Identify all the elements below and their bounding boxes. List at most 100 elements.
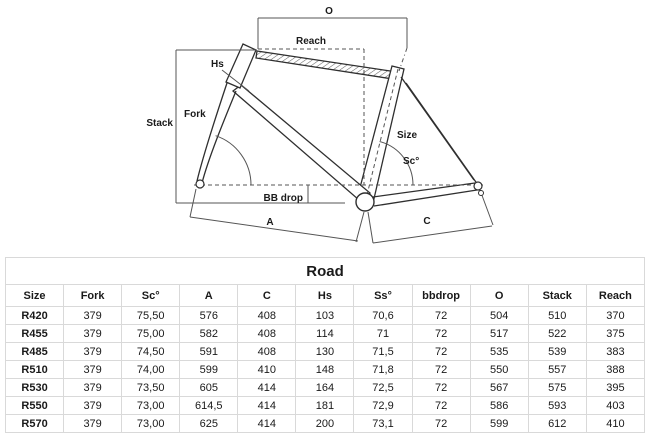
label-c: C [423, 216, 430, 227]
cell-c: 408 [237, 306, 297, 325]
a-dimension-line [189, 188, 365, 243]
cell-seat-angle: 75,00 [121, 324, 181, 343]
cell-c: 414 [237, 414, 297, 433]
cell-hs: 130 [295, 342, 355, 361]
cell-a: 625 [179, 414, 239, 433]
cell-size: R530 [4, 378, 65, 397]
cell-o: 504 [469, 306, 529, 325]
o-dimension-line [257, 17, 408, 49]
cell-stack: 612 [527, 414, 587, 433]
cell-ss-angle: 70,6 [353, 306, 413, 325]
down-tube [231, 84, 372, 201]
cell-fork: 379 [63, 414, 123, 433]
cell-reach: 375 [585, 324, 646, 343]
cell-a: 576 [179, 306, 239, 325]
column-header: Ss° [353, 284, 413, 307]
cell-a: 599 [179, 360, 239, 379]
geometry-table: Road Size Fork Sc° A C Hs Ss° [4, 257, 646, 433]
cell-fork: 379 [63, 360, 123, 379]
frame-points [195, 179, 484, 212]
column-header: C [237, 284, 297, 307]
cell-size: R570 [4, 414, 65, 433]
cell-fork: 379 [63, 306, 123, 325]
column-header: Size [4, 284, 65, 307]
cell-hs: 200 [295, 414, 355, 433]
cell-o: 586 [469, 396, 529, 415]
table-row: R570 379 73,00 625 414 200 73,1 72 599 6… [4, 414, 646, 433]
table-title: Road [5, 257, 645, 285]
cell-c: 408 [237, 342, 297, 361]
table-row: R550 379 73,00 614,5 414 181 72,9 72 586… [4, 396, 646, 415]
front-dropout-circle [195, 179, 205, 189]
cell-ss-angle: 71,5 [353, 342, 413, 361]
cell-o: 535 [469, 342, 529, 361]
label-size: Size [397, 130, 417, 141]
cell-a: 614,5 [179, 396, 239, 415]
cell-c: 414 [237, 396, 297, 415]
table-title-row: Road [5, 257, 645, 285]
cell-hs: 103 [295, 306, 355, 325]
chain-stay [372, 182, 476, 198]
column-header: Stack [527, 284, 587, 307]
dimension-lines [175, 17, 494, 244]
chain-stay-inner [373, 189, 478, 207]
label-fork: Fork [184, 109, 206, 120]
bike-frame [196, 43, 479, 207]
cell-hs: 164 [295, 378, 355, 397]
cell-bbdrop: 72 [411, 342, 471, 361]
cell-o: 550 [469, 360, 529, 379]
cell-size: R550 [4, 396, 65, 415]
cell-size: R455 [4, 324, 65, 343]
cell-fork: 379 [63, 396, 123, 415]
table-head: Road Size Fork Sc° A C Hs Ss° [4, 257, 646, 307]
cell-ss-angle: 73,1 [353, 414, 413, 433]
cell-seat-angle: 73,00 [121, 414, 181, 433]
cell-a: 591 [179, 342, 239, 361]
cell-reach: 388 [585, 360, 646, 379]
rear-dropout-circle [473, 181, 483, 191]
head-angle-arc [215, 135, 252, 186]
cell-bbdrop: 72 [411, 324, 471, 343]
table-body: R420 379 75,50 576 408 103 70,6 72 504 5… [4, 306, 646, 433]
cell-o: 599 [469, 414, 529, 433]
table-row: R455 379 75,00 582 408 114 71 72 517 522… [4, 324, 646, 343]
hs-leader-line [221, 69, 250, 92]
cell-reach: 403 [585, 396, 646, 415]
stack-bracket [175, 49, 345, 204]
cell-reach: 370 [585, 306, 646, 325]
cell-a: 605 [179, 378, 239, 397]
column-header: Sc° [121, 284, 181, 307]
fork-blade-inner [201, 90, 237, 184]
label-reach: Reach [296, 36, 326, 47]
cell-stack: 539 [527, 342, 587, 361]
cell-ss-angle: 72,9 [353, 396, 413, 415]
cell-seat-angle: 75,50 [121, 306, 181, 325]
seat-stay-inner [405, 82, 479, 186]
column-header: Hs [295, 284, 355, 307]
seat-tube-axis [365, 68, 399, 200]
frame-geometry-diagram: O Reach Hs Fork Stack Size Sc° BB drop A… [146, 6, 494, 244]
label-bb-drop: BB drop [264, 193, 303, 204]
cell-reach: 383 [585, 342, 646, 361]
column-header: Fork [63, 284, 123, 307]
cell-seat-angle: 74,00 [121, 360, 181, 379]
column-header: Reach [585, 284, 646, 307]
cell-seat-angle: 73,50 [121, 378, 181, 397]
cell-ss-angle: 71 [353, 324, 413, 343]
frame-diagram-svg: O Reach Hs Fork Stack Size Sc° BB drop A… [146, 6, 494, 244]
cell-a: 582 [179, 324, 239, 343]
cell-ss-angle: 71,8 [353, 360, 413, 379]
c-dimension-line [367, 189, 494, 244]
label-stack: Stack [146, 118, 173, 129]
column-header: bbdrop [411, 284, 471, 307]
label-seat-angle: Sc° [403, 156, 419, 167]
head-tube [225, 43, 257, 89]
column-header: O [469, 284, 529, 307]
cell-stack: 575 [527, 378, 587, 397]
rear-derailleur-hanger-circle [478, 190, 484, 196]
cell-c: 408 [237, 324, 297, 343]
cell-stack: 557 [527, 360, 587, 379]
cell-hs: 181 [295, 396, 355, 415]
cell-bbdrop: 72 [411, 378, 471, 397]
